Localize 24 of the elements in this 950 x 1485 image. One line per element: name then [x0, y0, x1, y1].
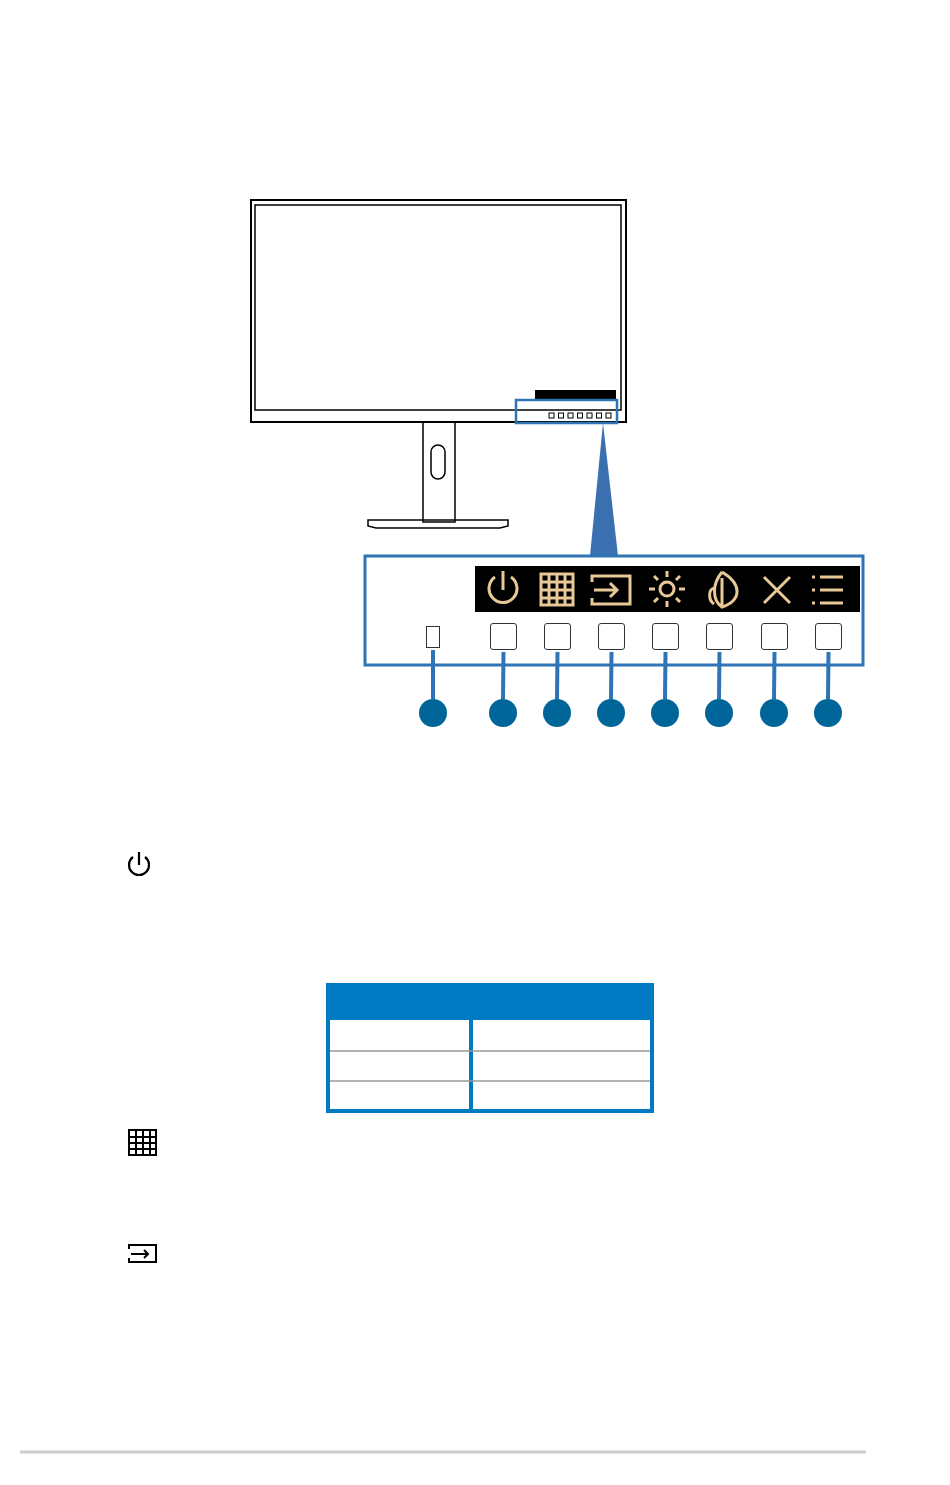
control-button — [652, 623, 679, 650]
callout-marker — [489, 699, 517, 727]
control-button — [706, 623, 733, 650]
joystick-button — [815, 623, 842, 650]
callout-marker — [597, 699, 625, 727]
callout-marker — [760, 699, 788, 727]
leader-line — [431, 650, 435, 699]
leader-line — [609, 651, 614, 700]
control-button — [761, 623, 788, 650]
leader-line — [772, 651, 777, 700]
callout-marker — [419, 699, 447, 727]
leader-line — [717, 651, 722, 700]
callout-marker — [543, 699, 571, 727]
leader-line — [555, 651, 560, 700]
leader-line — [663, 651, 668, 700]
control-button — [598, 623, 625, 650]
callout-marker — [705, 699, 733, 727]
power-button — [490, 623, 517, 650]
leader-line — [826, 651, 831, 700]
leader-line — [501, 651, 506, 700]
control-button — [544, 623, 571, 650]
indicator-light — [426, 626, 440, 648]
callout-marker — [814, 699, 842, 727]
callout-marker — [651, 699, 679, 727]
